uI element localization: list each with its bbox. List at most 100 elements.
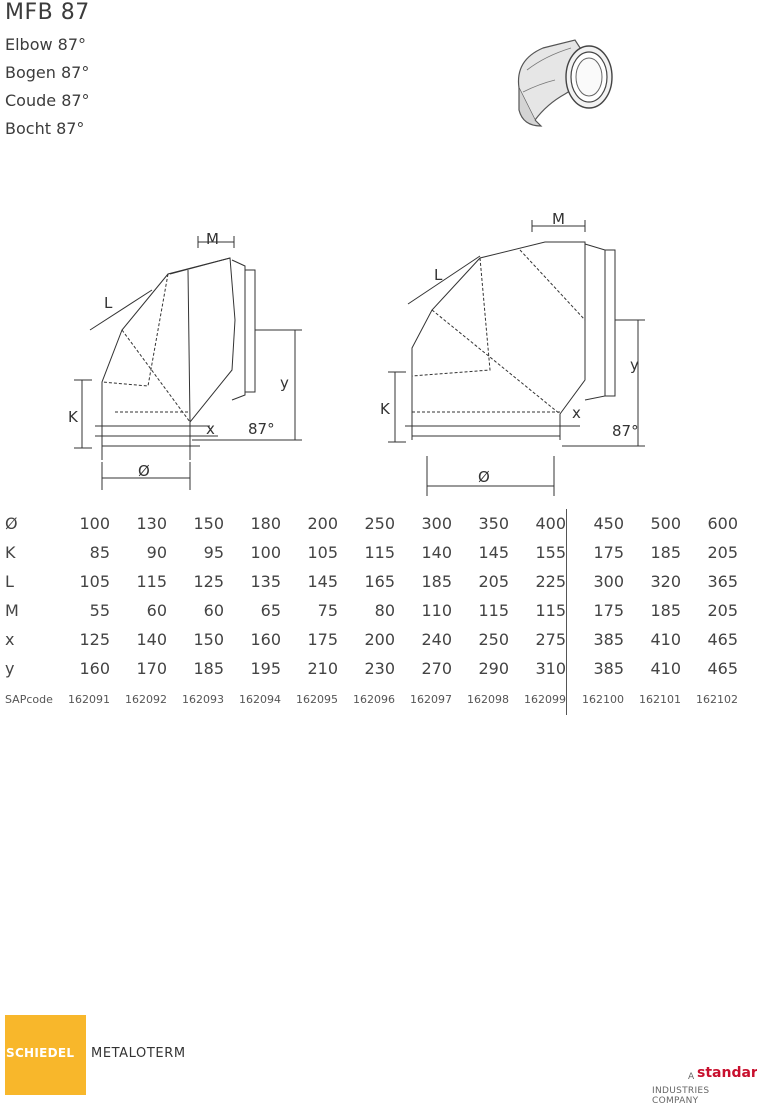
table-cell: 175 [566,596,624,625]
table-cell: 150 [193,630,224,649]
row-label: SAPcode [5,692,53,706]
table-cell: 155 [535,543,566,562]
name-german: Bogen 87° [5,63,90,82]
elbow-product-image [517,39,613,127]
table-cell: 450 [566,509,624,538]
dim-label-k-right: K [380,400,391,418]
row-label: M [5,601,19,620]
table-cell: 65 [260,601,281,620]
table-cell: 150 [193,514,224,533]
dim-label-m-right: M [552,210,565,228]
table-cell: 205 [478,572,509,591]
parent-a: A [688,1072,695,1082]
table-cell: 600 [707,514,738,533]
table-cell: 162099 [524,692,566,706]
dim-label-l-right: L [434,266,443,284]
table-cell: 110 [421,601,452,620]
table-cell: 385 [566,625,624,654]
table-cell: 175 [307,630,338,649]
table-cell: 60 [146,601,167,620]
table-cell: 200 [307,514,338,533]
parent-company-logo: standard [697,1065,757,1081]
table-cell: 180 [250,514,281,533]
parent-company-subtitle: INDUSTRIES COMPANY [652,1086,710,1106]
table-cell: 205 [707,601,738,620]
table-cell: 162094 [239,692,281,706]
table-cell: 105 [79,572,110,591]
dim-label-l-left: L [104,294,113,312]
table-cell: 162100 [566,683,624,715]
table-cell: 135 [250,572,281,591]
table-cell: 162102 [696,692,738,706]
table-cell: 60 [203,601,224,620]
dim-label-x-left: x [206,420,215,438]
table-cell: 160 [79,659,110,678]
dim-label-angle-left: 87° [248,420,275,438]
dim-label-k-left: K [68,408,79,426]
table-cell: 225 [535,572,566,591]
table-cell: 205 [707,543,738,562]
schiedel-logo-block [5,1015,86,1095]
brand-bold: SCHIEDEL [6,1046,75,1060]
table-cell: 100 [79,514,110,533]
table-cell: 465 [707,630,738,649]
product-title: MFB 87 [5,0,90,25]
table-cell: 160 [250,630,281,649]
row-label: K [5,543,16,562]
brand-light: METALOTERM [91,1046,186,1061]
table-cell: 85 [89,543,110,562]
table-cell: 115 [535,601,566,620]
dim-label-angle-right: 87° [612,422,639,440]
table-cell: 90 [146,543,167,562]
table-cell: 130 [136,514,167,533]
table-cell: 310 [535,659,566,678]
table-cell: 200 [364,630,395,649]
table-cell: 175 [566,538,624,567]
table-cell: 80 [374,601,395,620]
table-cell: 465 [707,659,738,678]
table-cell: 115 [136,572,167,591]
elbow-technical-drawing: M L K y x 87° Ø M L K y x 87° Ø [68,210,645,496]
row-label: x [5,630,15,649]
table-cell: 185 [421,572,452,591]
dim-label-y-right: y [630,356,639,374]
table-cell: 115 [478,601,509,620]
table-cell: 140 [421,543,452,562]
table-cell: 500 [650,514,681,533]
table-cell: 162101 [639,692,681,706]
table-cell: 162091 [68,692,110,706]
table-cell: 105 [307,543,338,562]
table-cell: 162092 [125,692,167,706]
table-cell: 240 [421,630,452,649]
table-cell: 55 [89,601,110,620]
dim-label-m-left: M [206,230,219,248]
dim-label-y-left: y [280,374,289,392]
table-cell: 162096 [353,692,395,706]
table-cell: 230 [364,659,395,678]
table-cell: 210 [307,659,338,678]
name-english: Elbow 87° [5,35,87,54]
table-cell: 185 [650,601,681,620]
table-cell: 250 [364,514,395,533]
dim-label-x-right: x [572,404,581,422]
table-cell: 320 [650,572,681,591]
table-cell: 162097 [410,692,452,706]
table-cell: 410 [650,630,681,649]
table-cell: 400 [535,514,566,533]
table-cell: 162098 [467,692,509,706]
table-cell: 350 [478,514,509,533]
table-cell: 145 [478,543,509,562]
table-cell: 300 [566,567,624,596]
table-cell: 75 [317,601,338,620]
row-label: L [5,572,14,591]
table-cell: 162095 [296,692,338,706]
table-cell: 195 [250,659,281,678]
table-cell: 145 [307,572,338,591]
